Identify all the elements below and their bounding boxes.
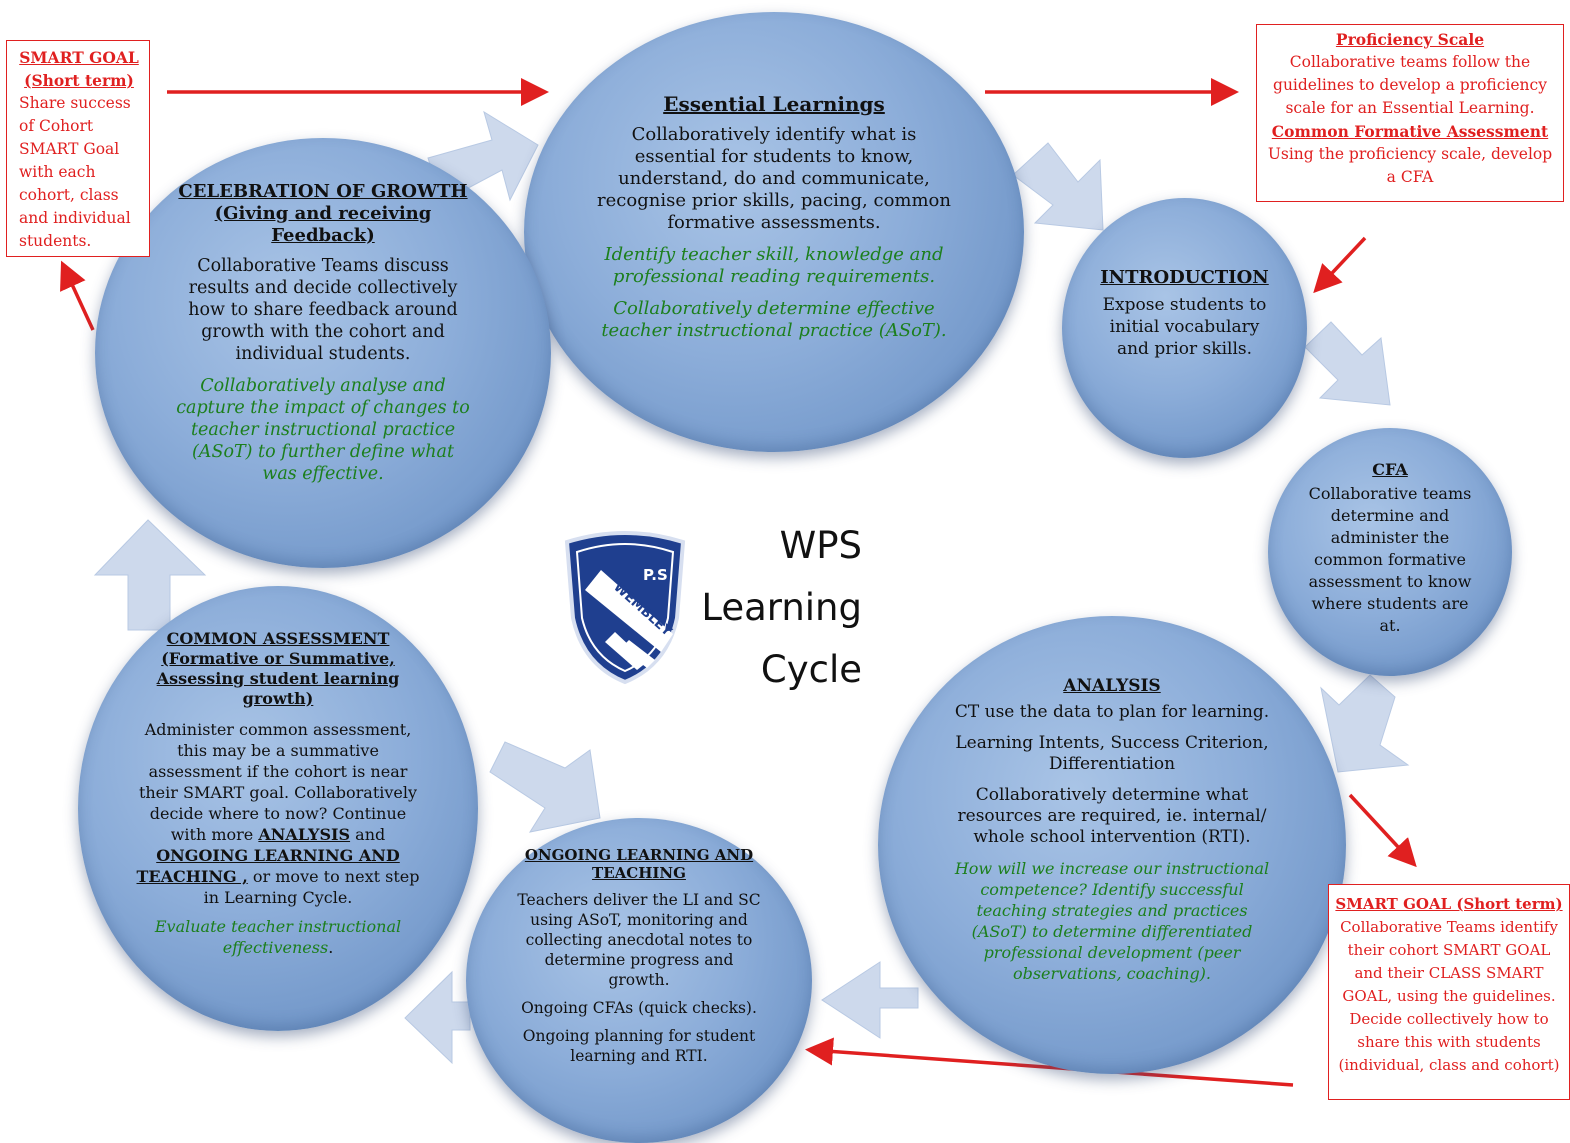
block-arrow-essential-to-introduction bbox=[1012, 142, 1104, 231]
analysis-circle: ANALYSIS CT use the data to plan for lea… bbox=[878, 616, 1346, 1074]
introduction-body: Expose students to initial vocabulary an… bbox=[1102, 294, 1267, 359]
smart-goal-left-box: SMART GOAL (Short term) Share success of… bbox=[6, 40, 150, 257]
cfa-body: Collaborative teams determine and admini… bbox=[1308, 483, 1472, 635]
common-assessment-circle: COMMON ASSESSMENT (Formative or Summativ… bbox=[78, 586, 478, 1031]
celebration-green: Collaboratively analyse and capture the … bbox=[176, 376, 470, 484]
ongoing-title: ONGOING LEARNING AND TEACHING bbox=[524, 845, 754, 882]
common-green-end: . bbox=[328, 938, 334, 957]
essential-body: Collaboratively identify what is essenti… bbox=[597, 124, 951, 233]
center-line-3: Cycle bbox=[760, 648, 862, 691]
cfa-box-body: Using the proficiency scale, develop a C… bbox=[1267, 145, 1553, 186]
center-title: WPS Learning Cycle bbox=[700, 524, 862, 710]
cfa-box-title: Common Formative Assessment bbox=[1271, 122, 1549, 141]
celebration-circle: CELEBRATION OF GROWTH (Giving and receiv… bbox=[95, 138, 551, 568]
proficiency-body: Collaborative teams follow the guideline… bbox=[1273, 53, 1547, 117]
block-arrow-ongoing-to-common bbox=[404, 970, 471, 1065]
smart-left-title-2: (Short term) bbox=[24, 71, 134, 90]
analysis-body-1: CT use the data to plan for learning. bbox=[954, 702, 1270, 722]
school-crest: P.S WEMBLEY bbox=[564, 531, 686, 685]
introduction-circle: INTRODUCTION Expose students to initial … bbox=[1062, 198, 1307, 458]
center-line-2: Learning bbox=[701, 586, 862, 629]
red-arrow-smart-right-to-ongoing bbox=[805, 1037, 1294, 1087]
common-title: COMMON ASSESSMENT (Formative or Summativ… bbox=[156, 629, 400, 708]
ongoing-learning-circle: ONGOING LEARNING AND TEACHING Teachers d… bbox=[466, 818, 812, 1143]
smart-right-title: SMART GOAL (Short term) bbox=[1335, 895, 1563, 913]
celebration-title: CELEBRATION OF GROWTH (Giving and receiv… bbox=[178, 181, 468, 246]
smart-right-body: Collaborative Teams identify their cohor… bbox=[1338, 918, 1560, 1074]
introduction-title: INTRODUCTION bbox=[1100, 266, 1269, 288]
red-arrow-celebration-to-smart bbox=[60, 260, 95, 331]
common-green-line: Evaluate teacher instructional effective… bbox=[132, 916, 424, 958]
cfa-title: CFA bbox=[1372, 459, 1408, 479]
essential-green-2: Collaboratively determine effective teac… bbox=[601, 298, 947, 341]
essential-learnings-circle: Essential Learnings Collaboratively iden… bbox=[524, 12, 1024, 452]
ongoing-body-3: Ongoing planning for student learning an… bbox=[522, 1026, 756, 1065]
block-arrow-common-to-ongoing bbox=[489, 741, 601, 833]
center-line-1: WPS bbox=[779, 524, 862, 567]
common-body-b: or move to next step in Learning Cycle. bbox=[203, 867, 420, 907]
ongoing-body-1: Teachers deliver the LI and SC using ASo… bbox=[517, 890, 761, 989]
block-arrow-introduction-to-cfa bbox=[1304, 321, 1391, 406]
ongoing-body-2: Ongoing CFAs (quick checks). bbox=[521, 998, 757, 1017]
proficiency-title: Proficiency Scale bbox=[1335, 30, 1485, 49]
red-arrow-proficiency-to-introduction bbox=[1313, 236, 1367, 294]
celebration-body: Collaborative Teams discuss results and … bbox=[188, 256, 458, 364]
cfa-circle: CFA Collaborative teams determine and ad… bbox=[1268, 428, 1512, 676]
common-analysis-word: ANALYSIS bbox=[258, 825, 351, 844]
block-arrow-analysis-to-ongoing bbox=[821, 961, 919, 1039]
common-and-word: and bbox=[355, 825, 386, 844]
analysis-body-2: Learning Intents, Success Criterion, Dif… bbox=[955, 733, 1269, 774]
analysis-title: ANALYSIS bbox=[1063, 676, 1161, 696]
smart-left-body: Share success of Cohort SMART Goal with … bbox=[19, 94, 131, 250]
essential-green-1: Identify teacher skill, knowledge and pr… bbox=[604, 244, 944, 287]
common-body-a: Administer common assessment, this may b… bbox=[138, 720, 418, 844]
common-green: Evaluate teacher instructional effective… bbox=[154, 917, 402, 957]
common-ongoing-word: ONGOING LEARNING AND TEACHING , bbox=[136, 846, 400, 886]
proficiency-scale-box: Proficiency Scale Collaborative teams fo… bbox=[1256, 24, 1564, 202]
crest-ps: P.S bbox=[643, 566, 668, 584]
red-arrow-analysis-to-smart-right bbox=[1348, 793, 1417, 868]
smart-left-title-1: SMART GOAL bbox=[19, 48, 139, 67]
block-arrow-cfa-to-analysis bbox=[1320, 674, 1410, 773]
analysis-body-3: Collaboratively determine what resources… bbox=[957, 785, 1267, 847]
common-body: Administer common assessment, this may b… bbox=[132, 719, 424, 908]
essential-title: Essential Learnings bbox=[663, 92, 885, 116]
analysis-green: How will we increase our instructional c… bbox=[954, 859, 1270, 983]
smart-goal-right-box: SMART GOAL (Short term) Collaborative Te… bbox=[1328, 884, 1570, 1100]
